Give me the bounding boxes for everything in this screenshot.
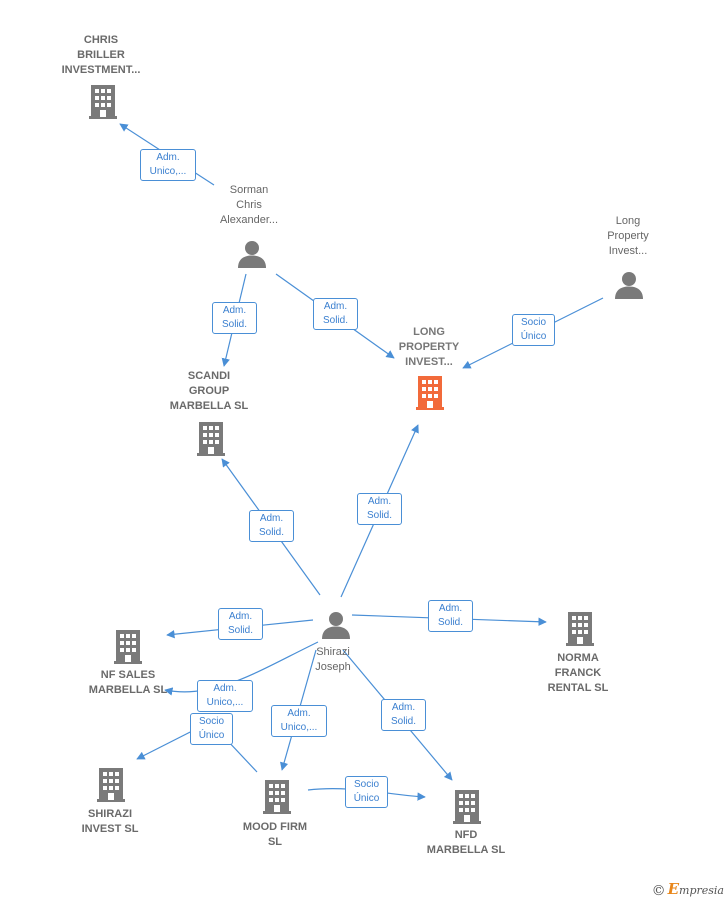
brand-initial: E [667,880,680,898]
node-scandi-label[interactable]: SCANDI GROUP MARBELLA SL [169,370,249,412]
edge-label-sorman-scandi: Adm. Solid. [212,302,257,334]
node-long-property-company-label[interactable]: LONG PROPERTY INVEST... [398,326,460,368]
empresia-logo[interactable]: ©Empresia [652,880,724,899]
edge-label-shirazi-long: Adm. Solid. [357,493,402,525]
edge-label-shirazi-norma: Adm. Solid. [428,600,473,632]
person-icon [615,272,643,299]
node-sorman-label[interactable]: Sorman Chris Alexander... [219,184,279,226]
node-chris-briller-label[interactable]: CHRIS BRILLER INVESTMENT... [61,34,141,76]
building-icon [114,630,142,664]
node-nfd-marbella-label[interactable]: NFD MARBELLA SL [426,829,506,856]
edge-label-mood-nfd: Socio Único [345,776,388,808]
building-icon [89,85,117,119]
node-long-property-person-label[interactable]: Long Property Invest... [607,215,649,257]
building-icon [263,780,291,814]
edge-label-longperson-long: Socio Único [512,314,555,346]
edge-label-sorman-chris: Adm. Unico,... [140,149,196,181]
node-shirazi-invest-label[interactable]: SHIRAZI INVEST SL [81,808,139,835]
building-icon [97,768,125,802]
edge-label-shirazi-nfsales: Adm. Solid. [218,608,263,640]
node-shirazi-joseph-label[interactable]: Shirazi Joseph [315,646,351,673]
node-mood-firm-label[interactable]: MOOD FIRM SL [242,821,308,848]
node-nf-sales-label[interactable]: NF SALES MARBELLA SL [88,669,168,696]
building-icon [566,612,594,646]
edge-label-shirazi-mood: Adm. Unico,... [271,705,327,737]
edge-label-mood-shirazi-invest: Socio Único [190,713,233,745]
building-icon [416,376,444,410]
edge-label-shirazi-nfd: Adm. Solid. [381,699,426,731]
edge-label-sorman-long: Adm. Solid. [313,298,358,330]
copyright-symbol: © [651,883,666,899]
person-icon [238,241,266,268]
edge-label-shirazi-nfsales2: Adm. Unico,... [197,680,253,712]
building-icon [453,790,481,824]
brand-name: mpresia [679,884,724,897]
building-icon [197,422,225,456]
person-icon [322,612,350,639]
node-norma-franck-label[interactable]: NORMA FRANCK RENTAL SL [547,652,609,694]
edge-label-shirazi-scandi: Adm. Solid. [249,510,294,542]
